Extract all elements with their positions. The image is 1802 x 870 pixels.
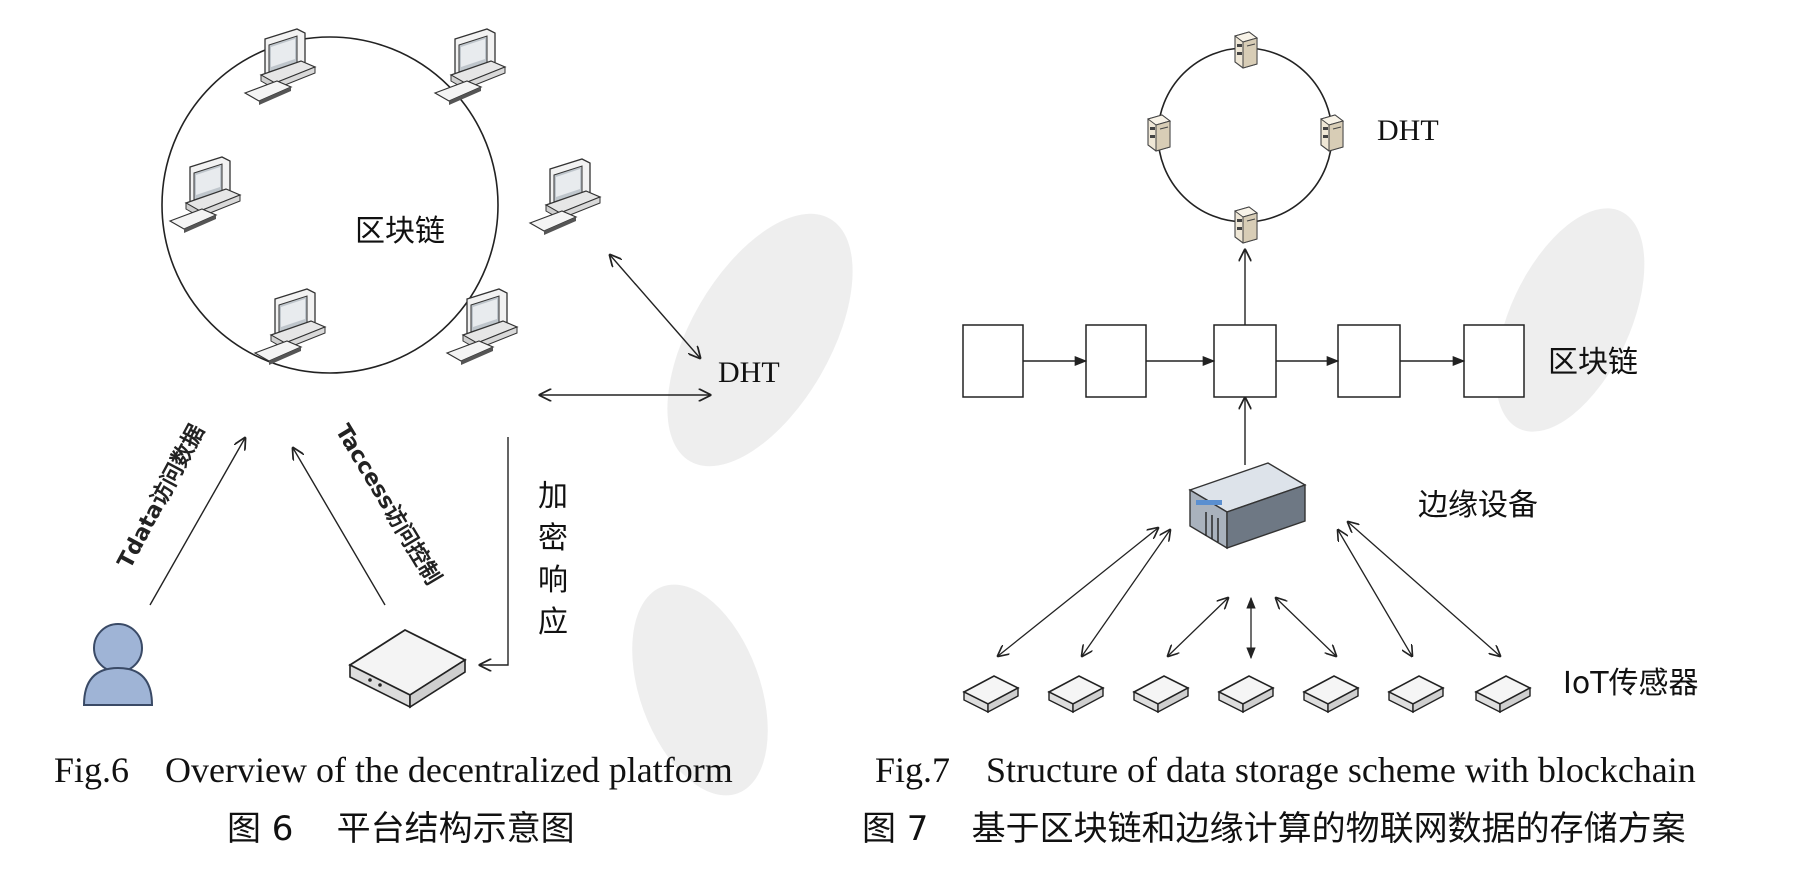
fig7-sensor-link xyxy=(998,528,1158,656)
server-tower-icon xyxy=(1234,206,1258,244)
fig7-sensor-link xyxy=(1276,598,1336,656)
fig7-sensor-link xyxy=(1082,530,1170,656)
fig6-dht-arrow-upper xyxy=(610,255,700,358)
fig6-blockchain-ring xyxy=(161,36,499,374)
server-tower-icon xyxy=(1320,114,1344,152)
iot-sensor-icon xyxy=(1133,675,1189,713)
fig6-tdata-arrow xyxy=(149,438,245,606)
fig7-caption-cn: 图 7 基于区块链和边缘计算的物联网数据的存储方案 xyxy=(862,809,1686,849)
iot-sensor-icon xyxy=(1303,675,1359,713)
fig6-dht-label: DHT xyxy=(718,356,780,389)
fig6-caption-cn: 图 6 平台结构示意图 xyxy=(227,809,575,849)
fig7-sensor-link xyxy=(1338,530,1412,656)
server-tower-icon xyxy=(1234,31,1258,69)
watermark-decoration xyxy=(632,208,1645,796)
server-tower-icon xyxy=(1147,114,1171,152)
desktop-computer-icon xyxy=(434,28,506,106)
fig7-block xyxy=(1213,324,1277,398)
fig6-encrypt-char-1: 加 xyxy=(538,479,568,514)
fig7-block xyxy=(962,324,1024,398)
fig7-block xyxy=(1463,324,1525,398)
fig7-dht-label: DHT xyxy=(1377,114,1439,147)
desktop-computer-icon xyxy=(446,288,518,366)
iot-sensor-icon xyxy=(1218,675,1274,713)
iot-sensor-icon xyxy=(1048,675,1104,713)
fig7-sensor-link xyxy=(1348,522,1500,656)
fig7-edge-label: 边缘设备 xyxy=(1418,488,1538,523)
fig6-ring-label: 区块链 xyxy=(355,214,445,249)
fig7-diagram: DHT 区块链 边缘设备 IoT传感器 xyxy=(862,31,1699,849)
iot-sensor-icon xyxy=(963,675,1019,713)
fig6-tdata-label: Tdata访问数据 xyxy=(112,420,210,573)
fig7-dht-ring xyxy=(1157,47,1333,223)
fig6-encrypt-response-arrow xyxy=(480,437,509,665)
fig7-blockchain-label: 区块链 xyxy=(1548,345,1638,380)
desktop-computer-icon xyxy=(529,158,601,236)
desktop-computer-icon xyxy=(169,156,241,234)
fig6-encrypt-char-2: 密 xyxy=(538,521,568,556)
fig6-encrypt-char-4: 应 xyxy=(538,605,568,640)
fig6-taccess-arrow xyxy=(293,448,386,606)
router-box-icon xyxy=(348,628,467,709)
fig6-encrypt-char-3: 响 xyxy=(538,563,568,598)
iot-sensor-icon xyxy=(1475,675,1531,713)
iot-sensor-icon xyxy=(1388,675,1444,713)
fig7-iot-label: IoT传感器 xyxy=(1563,666,1699,701)
fig7-block xyxy=(1337,324,1401,398)
fig7-sensor-link xyxy=(1168,598,1228,656)
user-person-icon xyxy=(82,623,154,706)
fig6-taccess-label: Taccess访问控制 xyxy=(330,420,446,590)
fig6-caption-en: Fig.6 Overview of the decentralized plat… xyxy=(54,750,733,790)
desktop-computer-icon xyxy=(244,28,316,106)
fig7-caption-en: Fig.7 Structure of data storage scheme w… xyxy=(875,750,1696,790)
rack-server-icon xyxy=(1188,462,1307,550)
fig7-block xyxy=(1085,324,1147,398)
desktop-computer-icon xyxy=(254,288,326,366)
